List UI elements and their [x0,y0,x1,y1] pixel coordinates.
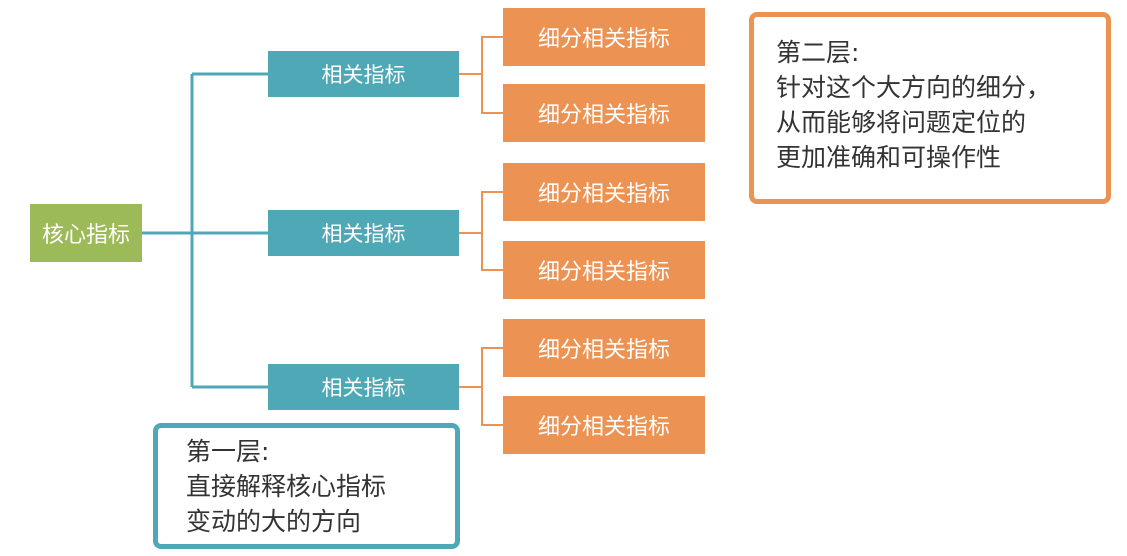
related-metric-node-3: 相关指标 [268,364,459,410]
core-metric-node: 核心指标 [30,204,142,262]
sub-metric-node-3-2: 细分相关指标 [503,396,705,454]
layer1-note-line-2: 变动的大的方向 [186,507,362,536]
related-metric-node-1: 相关指标 [268,51,459,97]
sub-connector-2-bracket [481,191,503,271]
sub-metric-node-1-2: 细分相关指标 [503,84,705,142]
sub-connector-3-bracket [481,347,503,426]
related-metric-node-2: 相关指标 [268,210,459,256]
sub-metric-node-2-2: 细分相关指标 [503,241,705,299]
layer2-note-line-1: 针对这个大方向的细分， [776,73,1052,102]
layer1-note: 第一层: 直接解释核心指标 变动的大的方向 [153,423,460,549]
layer2-note: 第二层: 针对这个大方向的细分， 从而能够将问题定位的 更加准确和可操作性 [749,12,1111,204]
sub-metric-node-2-1: 细分相关指标 [503,163,705,221]
layer2-note-line-3: 更加准确和可操作性 [776,143,1002,172]
sub-connector-1-bracket [481,36,503,114]
layer2-note-title: 第二层: [776,38,860,67]
sub-metric-node-3-1: 细分相关指标 [503,319,705,377]
layer1-note-line-1: 直接解释核心指标 [186,472,387,501]
sub-metric-node-1-1: 细分相关指标 [503,8,705,66]
layer1-note-title: 第一层: [186,437,270,466]
layer2-note-line-2: 从而能够将问题定位的 [776,108,1027,137]
